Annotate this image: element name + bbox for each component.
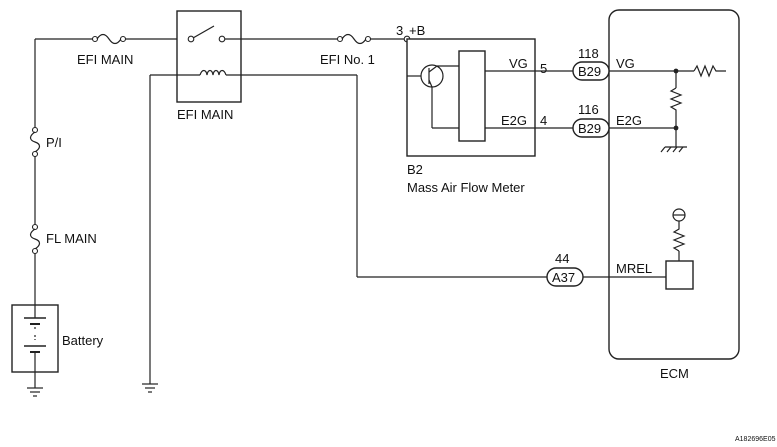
ecm-mrel-pullup	[672, 208, 686, 261]
fuse-fl-main-symbol	[29, 223, 41, 255]
label-fuse-efi-no1: EFI No. 1	[320, 52, 375, 67]
maf-internal-circuit	[407, 50, 535, 142]
ground-battery-icon	[27, 372, 43, 397]
label-ecm-pin-e2g-num: 116	[578, 102, 599, 117]
label-maf-pin-vg: VG	[509, 56, 528, 71]
label-maf-pin-e2g: E2G	[501, 113, 527, 128]
label-ecm-conn-mrel: A37	[552, 270, 575, 285]
label-ecm-conn-vg: B29	[578, 64, 601, 79]
label-ecm-pin-vg-num: 118	[578, 46, 599, 61]
relay-switch-symbol	[187, 25, 226, 43]
label-battery: Battery	[62, 333, 104, 348]
label-ecm-pin-mrel-num: 44	[555, 251, 569, 266]
label-maf-pin-e2g-num: 4	[540, 113, 547, 128]
label-ecm-pin-e2g: E2G	[616, 113, 642, 128]
ecm-e2g-circuit	[609, 125, 679, 147]
relay-coil-symbol	[150, 69, 357, 76]
label-maf-pin-plusb: +B	[409, 23, 425, 38]
relay-efi-main-box	[176, 10, 242, 103]
label-relay-efi-main: EFI MAIN	[177, 107, 233, 122]
ground-relay-icon	[142, 383, 158, 393]
label-ecm: ECM	[660, 366, 689, 381]
fuse-pi-symbol	[29, 126, 41, 158]
fuse-efi-main-symbol	[91, 33, 127, 45]
label-maf-pin-plusb-num: 3	[396, 23, 403, 38]
figure-id: A182696E05	[735, 436, 776, 443]
ecm-vg-circuit	[609, 64, 726, 128]
fuse-efi-no1-symbol	[336, 33, 372, 45]
ground-ecm-icon	[660, 146, 687, 153]
label-maf-pin-vg-num: 5	[540, 61, 547, 76]
label-fuse-fl-main: FL MAIN	[46, 231, 97, 246]
label-fuse-efi-main: EFI MAIN	[77, 52, 133, 67]
ecm-mrel-driver-box	[665, 260, 694, 290]
label-maf-name: Mass Air Flow Meter	[407, 180, 525, 195]
label-ecm-pin-mrel: MREL	[616, 261, 652, 276]
battery-symbol	[24, 305, 46, 372]
label-fuse-pi: P/I	[46, 135, 62, 150]
label-ecm-conn-e2g: B29	[578, 121, 601, 136]
label-ecm-pin-vg: VG	[616, 56, 635, 71]
ecm-box	[608, 9, 740, 360]
label-maf-code: B2	[407, 162, 423, 177]
